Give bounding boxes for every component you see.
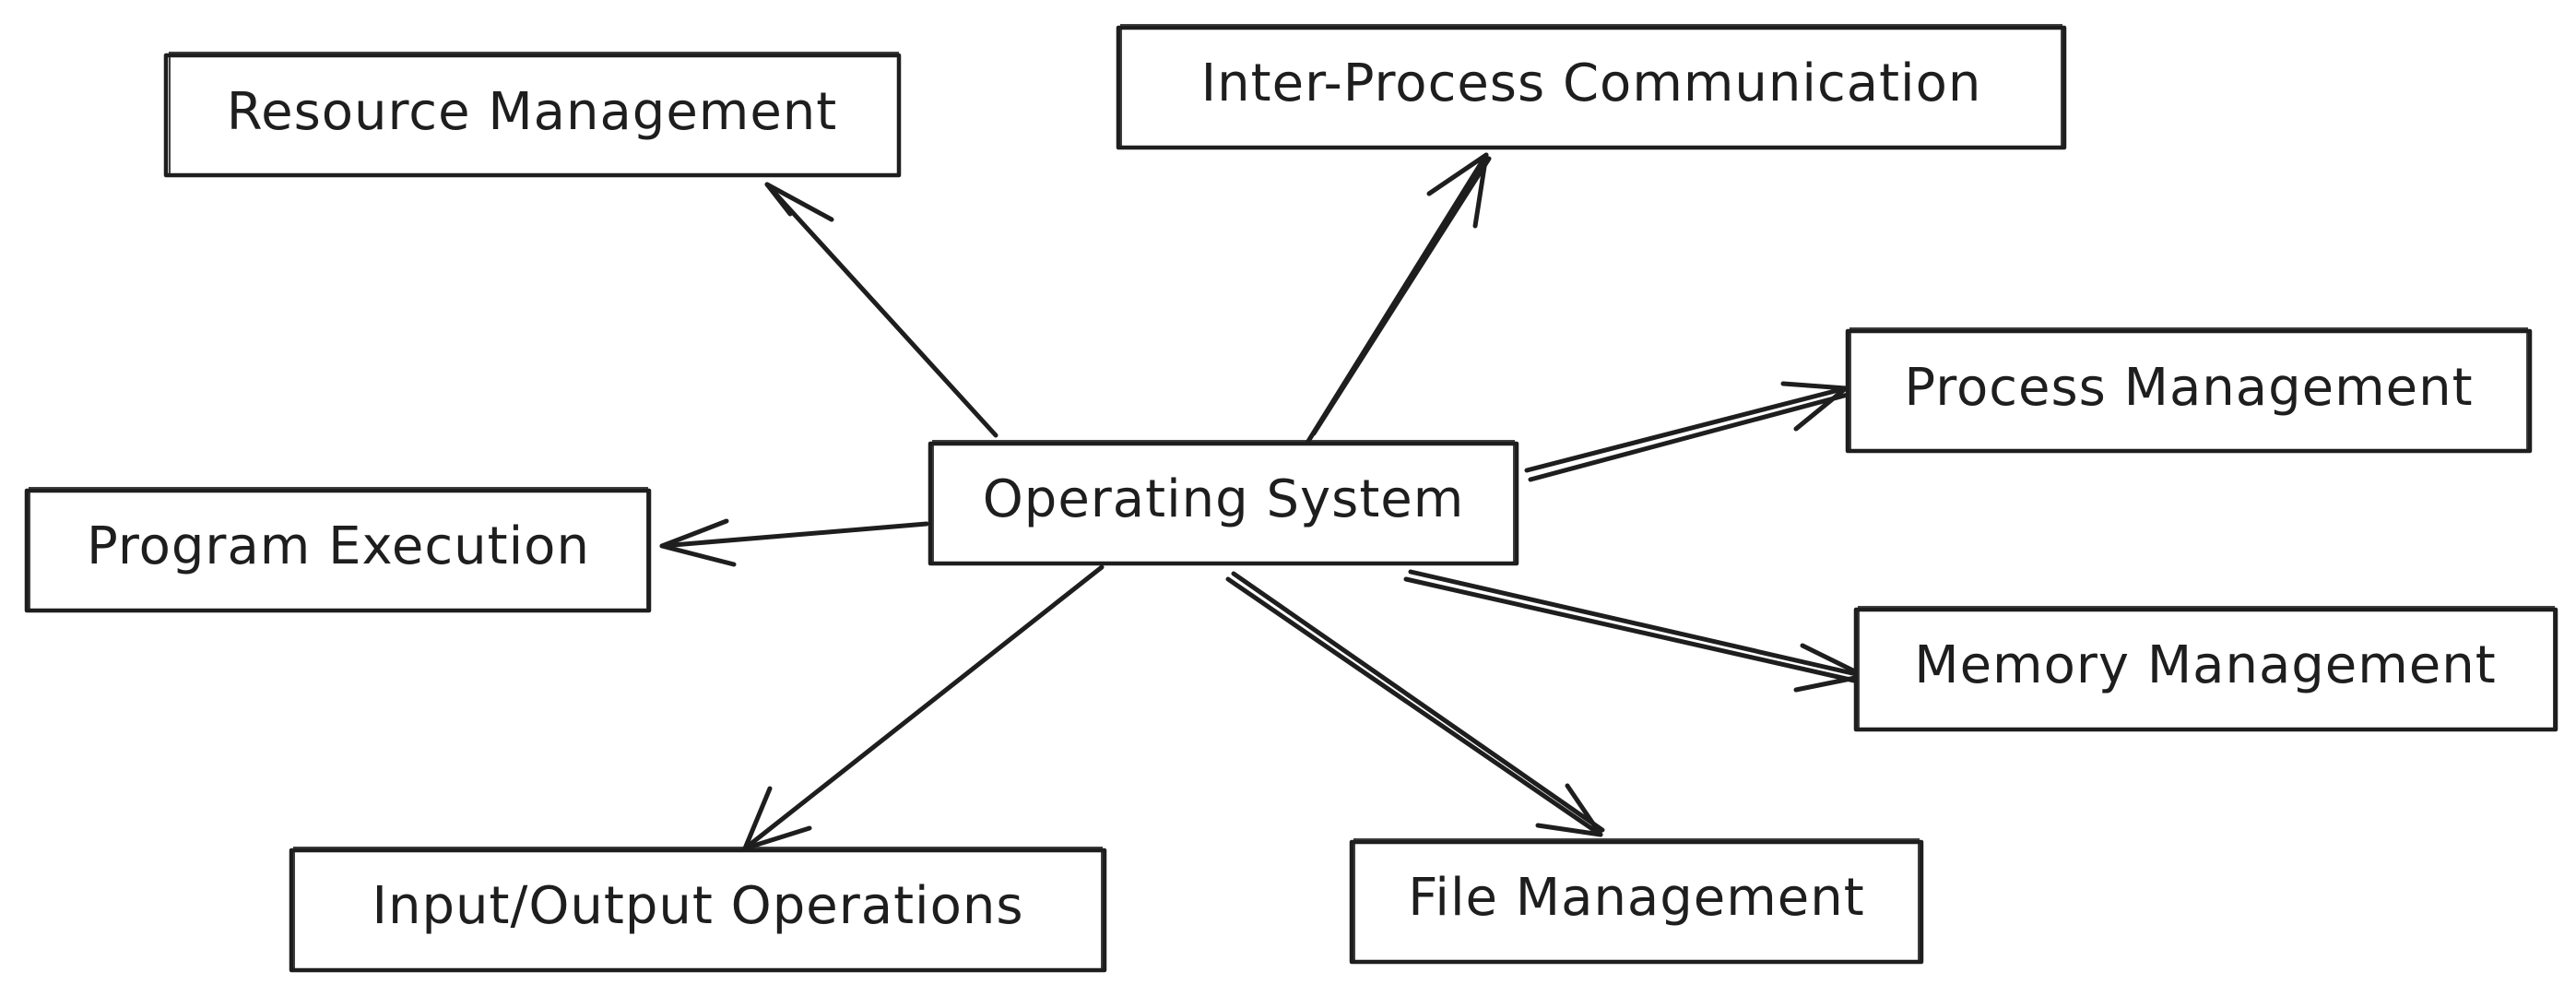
node-label-file-management: File Management bbox=[1408, 868, 1864, 928]
edge-to-input-output-operations bbox=[742, 564, 1105, 851]
node-label-inter-process-communication: Inter-Process Communication bbox=[1201, 53, 1982, 113]
node-operating-system[interactable]: Operating System bbox=[928, 440, 1519, 566]
node-memory-management[interactable]: Memory Management bbox=[1853, 606, 2558, 732]
node-label-process-management: Process Management bbox=[1904, 358, 2473, 418]
edge-to-memory-management bbox=[1403, 569, 1867, 693]
node-file-management[interactable]: File Management bbox=[1349, 838, 1924, 965]
node-input-output-operations[interactable]: Input/Output Operations bbox=[289, 847, 1107, 973]
edge-to-resource-management bbox=[764, 182, 998, 438]
node-process-management[interactable]: Process Management bbox=[1845, 327, 2533, 454]
node-label-memory-management: Memory Management bbox=[1914, 635, 2496, 695]
node-label-input-output-operations: Input/Output Operations bbox=[372, 876, 1023, 936]
edge-to-inter-process-communication bbox=[1305, 152, 1492, 445]
nodes: Resource Management Inter-Process Commun… bbox=[24, 24, 2558, 973]
node-program-execution[interactable]: Program Execution bbox=[24, 487, 652, 613]
node-label-operating-system: Operating System bbox=[983, 469, 1465, 529]
edge-to-file-management bbox=[1225, 571, 1605, 837]
node-resource-management[interactable]: Resource Management bbox=[163, 52, 902, 178]
node-inter-process-communication[interactable]: Inter-Process Communication bbox=[1116, 24, 2067, 150]
node-label-program-execution: Program Execution bbox=[87, 516, 590, 576]
edge-to-program-execution bbox=[659, 518, 929, 567]
node-label-resource-management: Resource Management bbox=[227, 82, 838, 142]
edge-to-process-management bbox=[1524, 381, 1850, 482]
